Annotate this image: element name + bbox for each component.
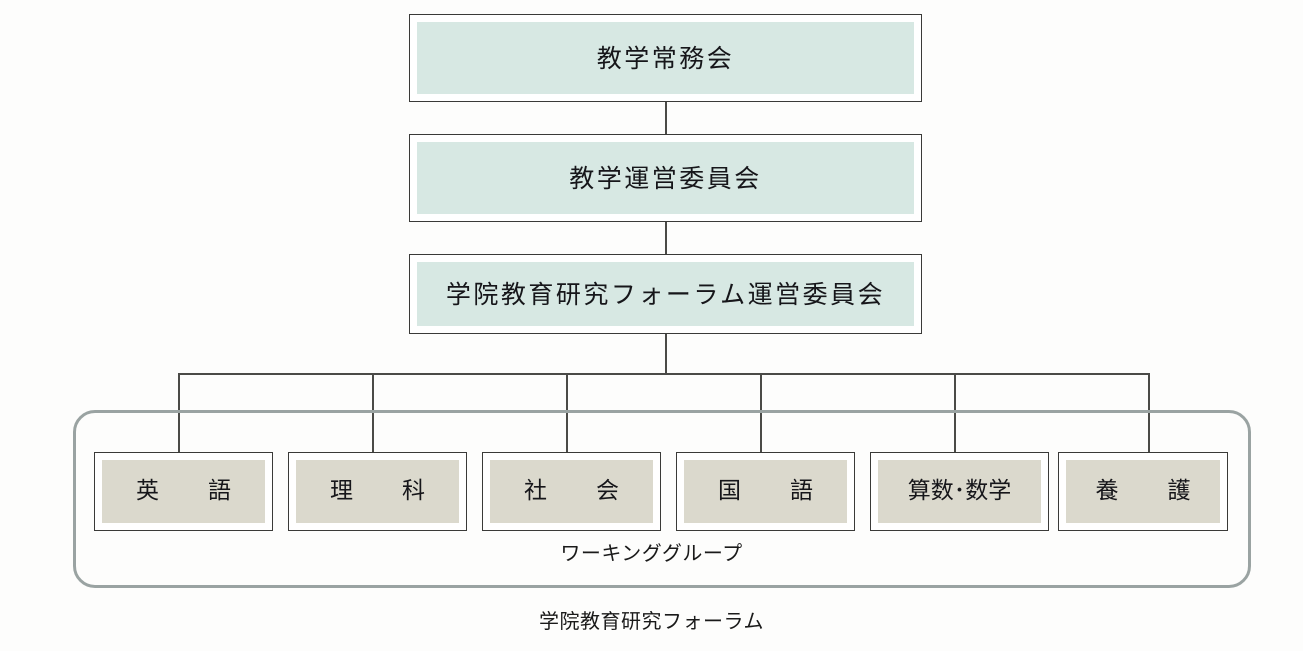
node-fill-level-3: 学院教育研究フォーラム運営委員会 <box>417 262 914 326</box>
wg-box-mathematics[interactable]: 算数･数学 <box>870 452 1049 531</box>
wg-fill-english: 英 語 <box>102 460 265 523</box>
connector-drop-wg-4 <box>760 373 762 453</box>
working-group-caption-text: ワーキンググループ <box>560 541 743 565</box>
connector-drop-wg-5 <box>954 373 956 453</box>
node-box-level-3[interactable]: 学院教育研究フォーラム運営委員会 <box>409 254 922 334</box>
node-label-level-1: 教学常務会 <box>596 43 735 73</box>
node-box-level-2[interactable]: 教学運営委員会 <box>409 134 922 222</box>
wg-label-english: 英 語 <box>136 478 244 504</box>
wg-fill-science: 理 科 <box>296 460 459 523</box>
working-group-caption: ワーキンググループ <box>0 543 1303 563</box>
wg-fill-mathematics: 算数･数学 <box>878 460 1041 523</box>
connector-drop-wg-2 <box>372 373 374 453</box>
wg-box-japanese[interactable]: 国 語 <box>676 452 855 531</box>
forum-caption: 学院教育研究フォーラム <box>0 611 1303 631</box>
connector-level-2-to-3 <box>665 222 667 254</box>
node-fill-level-2: 教学運営委員会 <box>417 142 914 214</box>
node-label-level-2: 教学運営委員会 <box>569 163 762 193</box>
node-fill-level-1: 教学常務会 <box>417 22 914 94</box>
wg-box-nursing[interactable]: 養 護 <box>1058 452 1228 531</box>
wg-box-social-studies[interactable]: 社 会 <box>482 452 661 531</box>
connector-level-1-to-2 <box>665 102 667 134</box>
wg-box-science[interactable]: 理 科 <box>288 452 467 531</box>
forum-caption-text: 学院教育研究フォーラム <box>539 609 764 633</box>
wg-fill-japanese: 国 語 <box>684 460 847 523</box>
wg-label-science: 理 科 <box>330 478 438 504</box>
connector-level-3-to-bus <box>665 334 667 374</box>
wg-label-japanese: 国 語 <box>718 478 826 504</box>
node-label-level-3: 学院教育研究フォーラム運営委員会 <box>445 279 886 309</box>
wg-box-english[interactable]: 英 語 <box>94 452 273 531</box>
wg-fill-social-studies: 社 会 <box>490 460 653 523</box>
forum-container-outline <box>73 410 1251 588</box>
wg-fill-nursing: 養 護 <box>1066 460 1220 523</box>
wg-label-social-studies: 社 会 <box>524 478 632 504</box>
wg-label-nursing: 養 護 <box>1095 478 1204 504</box>
connector-drop-wg-6 <box>1148 373 1150 453</box>
connector-drop-wg-1 <box>178 373 180 453</box>
connector-drop-wg-3 <box>566 373 568 453</box>
wg-label-mathematics: 算数･数学 <box>907 478 1012 504</box>
node-box-level-1[interactable]: 教学常務会 <box>409 14 922 102</box>
connector-horizontal-bus <box>178 373 1149 375</box>
